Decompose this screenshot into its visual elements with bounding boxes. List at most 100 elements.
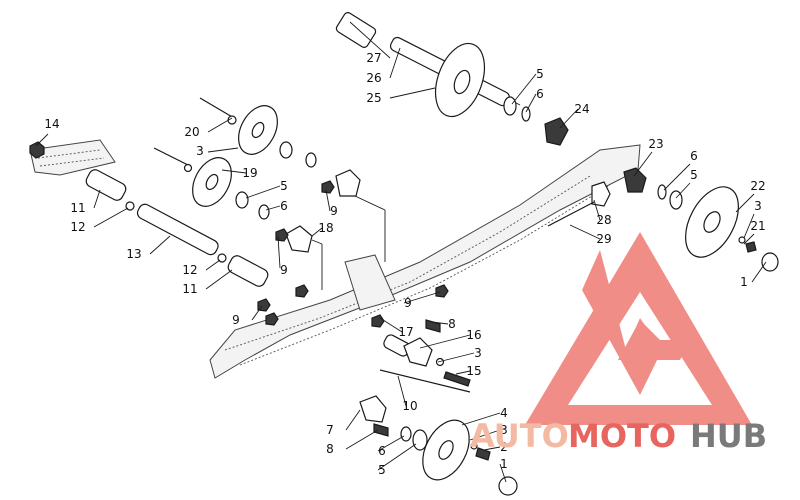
- washer-3-lower: [470, 442, 478, 450]
- leader-line-c5a: [511, 73, 537, 105]
- axle-10: [379, 369, 471, 393]
- nut-9-f: [265, 312, 279, 326]
- watermark-logo: [525, 232, 752, 425]
- bracket-guide-1: [354, 195, 386, 211]
- ring-upper: [305, 152, 317, 168]
- leader-line-c3c: [437, 352, 475, 363]
- callout-number-c11a: 11: [70, 201, 85, 215]
- watermark-text-moto: MOTO: [568, 417, 676, 455]
- leader-line-c26: [389, 47, 401, 79]
- wheel-22-hub: [703, 211, 721, 233]
- leader-line-c11b: [205, 269, 233, 290]
- leader-line-c15: [455, 370, 471, 375]
- leader-line-c12a: [93, 207, 129, 228]
- ring-6-lower: [400, 426, 412, 442]
- leader-line-c3d: [469, 429, 501, 441]
- leader-line-c3a: [207, 147, 239, 153]
- callout-number-c19: 19: [242, 166, 257, 180]
- callout-number-c24: 24: [574, 102, 589, 116]
- leader-line-c11a: [93, 189, 101, 209]
- callout-number-c20: 20: [184, 125, 199, 139]
- callout-number-c5c: 5: [280, 179, 288, 193]
- callout-number-c18: 18: [318, 221, 333, 235]
- callout-number-c5b: 5: [690, 168, 698, 182]
- leader-line-c9b: [277, 235, 281, 269]
- callout-number-c9a: 9: [330, 204, 338, 218]
- nut-9-a: [321, 180, 335, 194]
- callout-number-c8a: 8: [448, 317, 456, 331]
- leader-line-c21: [743, 233, 755, 245]
- watermark-text-hub: HUB: [690, 417, 767, 455]
- upper-idler-assembly: [153, 97, 317, 220]
- wheel-4-hub: [438, 440, 454, 460]
- callout-number-c6c: 6: [280, 199, 288, 213]
- callout-number-c7: 7: [326, 423, 334, 437]
- bracket-guide-3: [311, 239, 323, 245]
- leader-line-c6d: [377, 435, 405, 452]
- leader-line-c1b: [499, 463, 507, 483]
- callout-number-c16: 16: [466, 328, 481, 342]
- leader-line-c6a: [525, 93, 537, 113]
- leader-line-c5c: [245, 185, 281, 199]
- cap-1-lower: [498, 476, 518, 496]
- cap-1-right: [761, 252, 779, 272]
- rear-right-wheel-assembly: [547, 167, 779, 272]
- leader-line-c18: [311, 227, 323, 237]
- callout-number-c3c: 3: [474, 346, 482, 360]
- leader-line-c10: [397, 375, 407, 407]
- watermark-text-auto: AUTO: [470, 417, 569, 455]
- ring-6-top: [521, 106, 531, 122]
- bracket-24: [544, 117, 569, 146]
- callout-number-c1a: 1: [740, 275, 748, 289]
- callout-number-c17: 17: [398, 325, 413, 339]
- leader-line-c27a: [349, 21, 391, 59]
- slide-rail-frame: [29, 139, 641, 379]
- frame-rail-detail: [224, 175, 611, 366]
- callout-number-c26: 26: [366, 71, 381, 85]
- callout-number-c10: 10: [402, 399, 417, 413]
- leader-line-c12b: [205, 259, 221, 271]
- bearing-5-top: [503, 96, 517, 116]
- leader-line-c28: [593, 199, 601, 221]
- ring-6-left: [258, 204, 270, 220]
- ring-6-right: [657, 184, 667, 200]
- callout-number-c3d: 3: [500, 423, 508, 437]
- callout-number-c11b: 11: [182, 282, 197, 296]
- callout-number-c27a: 27: [366, 51, 381, 65]
- nut-9-g: [371, 314, 385, 328]
- rear-axle-assembly: [335, 12, 569, 146]
- leader-line-c17: [379, 317, 403, 333]
- leader-line-c8a: [431, 321, 449, 325]
- callout-number-c6d: 6: [378, 444, 386, 458]
- washer-3: [183, 163, 193, 173]
- nut-9-c: [295, 284, 309, 298]
- leader-line-c9c: [403, 291, 441, 304]
- bolt-8-lower: [373, 423, 389, 437]
- leader-line-c4: [461, 412, 501, 426]
- bearing-5-left: [235, 191, 249, 209]
- callout-number-c6b: 6: [690, 149, 698, 163]
- callout-number-c1b: 1: [500, 457, 508, 471]
- callout-number-c23: 23: [648, 137, 663, 151]
- watermark-text: AUTO MOTO HUB: [470, 417, 767, 455]
- bracket-16: [403, 337, 433, 367]
- hub-23: [623, 167, 647, 193]
- leader-line-c9a: [325, 189, 331, 212]
- middle-bracket-assembly: [257, 169, 449, 328]
- leader-line-c29: [569, 224, 601, 240]
- leader-line-c24: [559, 108, 579, 129]
- bracket-28: [591, 181, 611, 207]
- nut-14: [29, 141, 45, 159]
- callout-number-c2: 2: [500, 440, 508, 454]
- leader-line-c7: [345, 409, 361, 431]
- bearing-5-right: [669, 190, 683, 210]
- callout-number-c5d: 5: [378, 463, 386, 477]
- callout-number-c14: 14: [44, 117, 59, 131]
- bracket-7: [359, 395, 387, 423]
- leader-line-c1a: [751, 261, 767, 283]
- leader-line-c16: [419, 334, 471, 349]
- callout-number-c3b: 3: [754, 199, 762, 213]
- bolt-2: [475, 447, 491, 461]
- bracket-18: [285, 225, 313, 253]
